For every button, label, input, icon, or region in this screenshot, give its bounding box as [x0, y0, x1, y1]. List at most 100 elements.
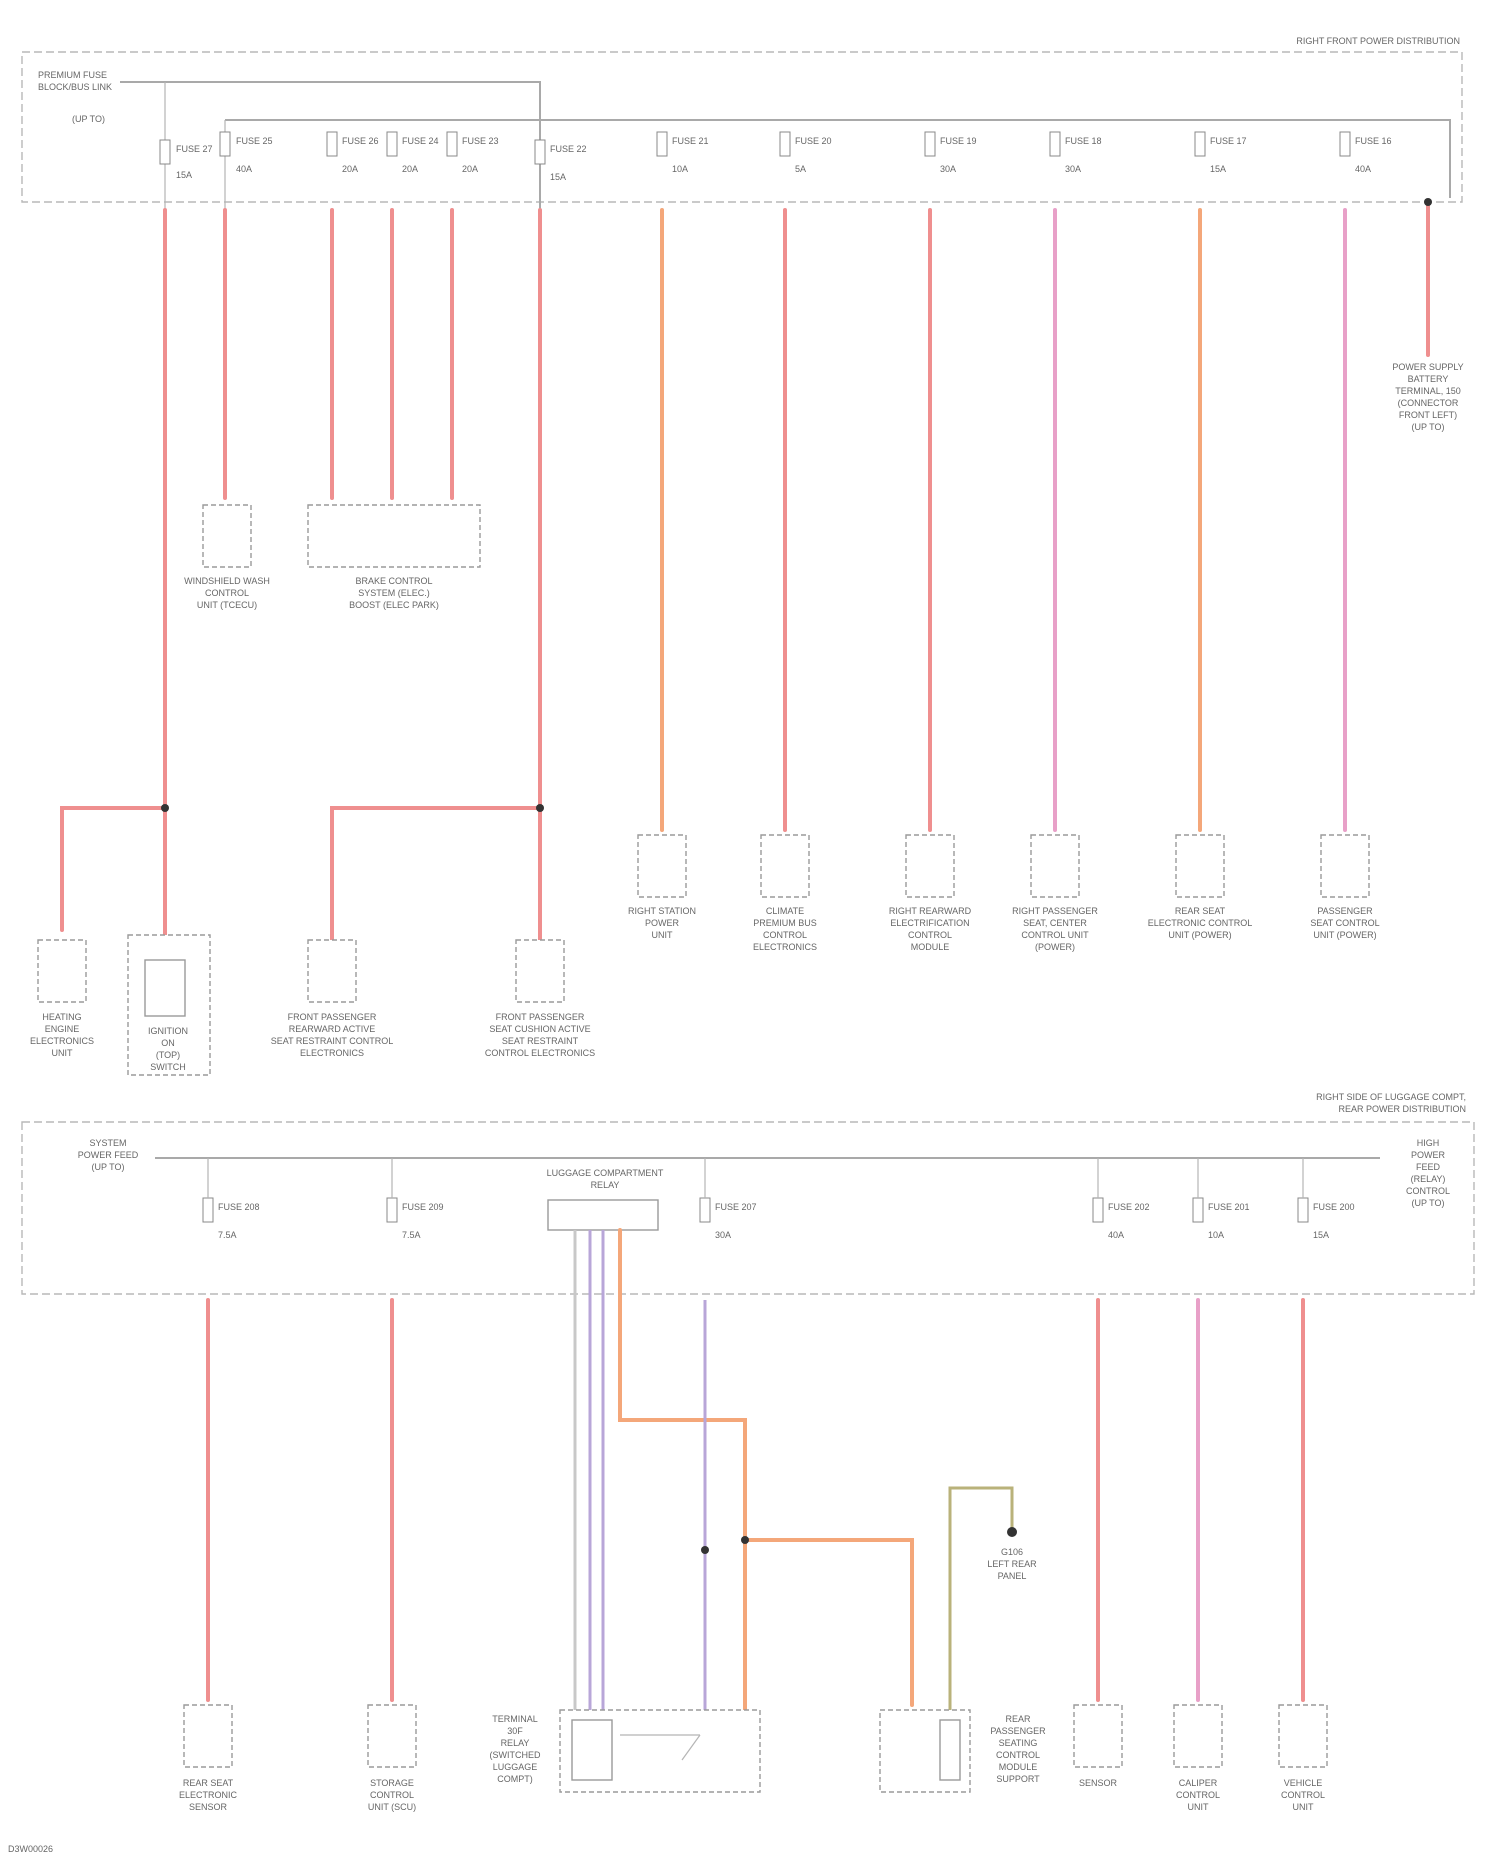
component-right-station-power: RIGHT STATION POWER UNIT — [628, 835, 696, 940]
splice-point — [1424, 198, 1432, 206]
svg-text:FUSE 202: FUSE 202 — [1108, 1202, 1150, 1212]
bottom-fuse-208: FUSE 208 7.5A — [203, 1198, 260, 1240]
bottom-section-title-1: RIGHT SIDE OF LUGGAGE COMPT, — [1316, 1092, 1466, 1102]
svg-text:FUSE 20: FUSE 20 — [795, 136, 832, 146]
svg-text:40A: 40A — [1355, 164, 1371, 174]
svg-text:TERMINAL, 150: TERMINAL, 150 — [1395, 386, 1461, 396]
component-brake-control: BRAKE CONTROL SYSTEM (ELEC.) BOOST (ELEC… — [308, 505, 480, 610]
top-feed-label-1: PREMIUM FUSE — [38, 70, 107, 80]
svg-text:UNIT (POWER): UNIT (POWER) — [1313, 930, 1376, 940]
svg-text:ELECTRIFICATION: ELECTRIFICATION — [890, 918, 969, 928]
component-passenger-seat: PASSENGER SEAT CONTROL UNIT (POWER) — [1310, 835, 1379, 940]
svg-text:15A: 15A — [1210, 164, 1226, 174]
svg-text:RIGHT REARWARD: RIGHT REARWARD — [889, 906, 972, 916]
component-rear-seat-sensor: REAR SEAT ELECTRONIC SENSOR — [179, 1705, 238, 1812]
svg-text:FUSE 209: FUSE 209 — [402, 1202, 444, 1212]
svg-text:FUSE 18: FUSE 18 — [1065, 136, 1102, 146]
svg-text:HIGH: HIGH — [1417, 1138, 1440, 1148]
svg-text:FRONT PASSENGER: FRONT PASSENGER — [496, 1012, 585, 1022]
svg-text:HEATING: HEATING — [42, 1012, 81, 1022]
svg-text:CONTROL: CONTROL — [763, 930, 807, 940]
svg-text:SUPPORT: SUPPORT — [996, 1774, 1040, 1784]
wire-relay-orange — [620, 1230, 745, 1715]
svg-text:(UP TO): (UP TO) — [91, 1162, 124, 1172]
svg-text:(UP TO): (UP TO) — [1411, 422, 1444, 432]
svg-text:RELAY: RELAY — [501, 1738, 530, 1748]
svg-text:CONTROL UNIT: CONTROL UNIT — [1021, 930, 1089, 940]
svg-text:FUSE 17: FUSE 17 — [1210, 136, 1247, 146]
component-rear-seat-ecu: REAR SEAT ELECTRONIC CONTROL UNIT (POWER… — [1148, 835, 1253, 940]
svg-text:PANEL: PANEL — [998, 1571, 1027, 1581]
bottom-fuse-202: FUSE 202 40A — [1093, 1198, 1150, 1240]
svg-text:FUSE 208: FUSE 208 — [218, 1202, 260, 1212]
top-feed-label-3: (UP TO) — [72, 114, 105, 124]
svg-text:BOOST (ELEC PARK): BOOST (ELEC PARK) — [349, 600, 439, 610]
svg-text:UNIT: UNIT — [1188, 1802, 1209, 1812]
svg-text:UNIT: UNIT — [652, 930, 673, 940]
svg-text:IGNITION: IGNITION — [148, 1026, 188, 1036]
svg-text:LUGGAGE: LUGGAGE — [493, 1762, 538, 1772]
svg-text:15A: 15A — [176, 170, 192, 180]
svg-text:REAR SEAT: REAR SEAT — [1175, 906, 1226, 916]
wire-to-rear-passenger — [745, 1540, 912, 1705]
svg-text:POWER: POWER — [645, 918, 680, 928]
wire-heating — [62, 808, 165, 930]
top-fuse-16: FUSE 16 40A — [1340, 132, 1392, 174]
svg-text:VEHICLE: VEHICLE — [1284, 1778, 1323, 1788]
svg-text:FUSE 207: FUSE 207 — [715, 1202, 757, 1212]
svg-text:(SWITCHED: (SWITCHED — [490, 1750, 541, 1760]
svg-text:FUSE 200: FUSE 200 — [1313, 1202, 1355, 1212]
component-rear-passenger-seating: REAR PASSENGER SEATING CONTROL MODULE SU… — [880, 1710, 1046, 1792]
top-right-connector-label: POWER SUPPLY BATTERY TERMINAL, 150 (CONN… — [1392, 362, 1463, 432]
svg-text:MODULE: MODULE — [911, 942, 950, 952]
svg-text:30A: 30A — [940, 164, 956, 174]
footer-code: D3W00026 — [8, 1844, 53, 1854]
svg-text:FUSE 23: FUSE 23 — [462, 136, 499, 146]
component-caliper-control: CALIPER CONTROL UNIT — [1174, 1705, 1222, 1812]
svg-text:UNIT (POWER): UNIT (POWER) — [1168, 930, 1231, 940]
svg-text:40A: 40A — [236, 164, 252, 174]
svg-text:POWER FEED: POWER FEED — [78, 1150, 139, 1160]
top-fuse-17: FUSE 17 15A — [1195, 132, 1247, 174]
svg-text:SEATING: SEATING — [999, 1738, 1038, 1748]
svg-text:BRAKE CONTROL: BRAKE CONTROL — [355, 576, 432, 586]
svg-text:30A: 30A — [715, 1230, 731, 1240]
svg-text:UNIT (SCU): UNIT (SCU) — [368, 1802, 416, 1812]
svg-text:G106: G106 — [1001, 1547, 1023, 1557]
splice-point — [161, 804, 169, 812]
component-heating-engine: HEATING ENGINE ELECTRONICS UNIT — [30, 940, 94, 1058]
top-fuse-27: FUSE 27 15A — [160, 140, 213, 180]
svg-text:FUSE 19: FUSE 19 — [940, 136, 977, 146]
svg-text:REAR: REAR — [1005, 1714, 1031, 1724]
svg-text:30F: 30F — [507, 1726, 523, 1736]
svg-text:7.5A: 7.5A — [402, 1230, 421, 1240]
svg-text:FUSE 25: FUSE 25 — [236, 136, 273, 146]
bottom-right-feed-label: HIGH POWER FEED (RELAY) CONTROL (UP TO) — [1406, 1138, 1450, 1208]
top-fuse-22: FUSE 22 15A — [535, 140, 587, 182]
svg-text:ELECTRONICS: ELECTRONICS — [300, 1048, 364, 1058]
svg-text:CALIPER: CALIPER — [1179, 1778, 1218, 1788]
top-fuse-18: FUSE 18 30A — [1050, 132, 1102, 174]
svg-text:UNIT: UNIT — [52, 1048, 73, 1058]
svg-text:PASSENGER: PASSENGER — [990, 1726, 1046, 1736]
svg-text:CONTROL: CONTROL — [996, 1750, 1040, 1760]
svg-text:BATTERY: BATTERY — [1408, 374, 1449, 384]
svg-text:CONTROL ELECTRONICS: CONTROL ELECTRONICS — [485, 1048, 595, 1058]
svg-text:(POWER): (POWER) — [1035, 942, 1075, 952]
svg-text:ON: ON — [161, 1038, 175, 1048]
svg-text:ELECTRONICS: ELECTRONICS — [753, 942, 817, 952]
component-sensor: SENSOR — [1074, 1705, 1122, 1788]
svg-text:15A: 15A — [550, 172, 566, 182]
svg-text:CLIMATE: CLIMATE — [766, 906, 804, 916]
svg-text:LUGGAGE COMPARTMENT: LUGGAGE COMPARTMENT — [547, 1168, 664, 1178]
wire-ground — [950, 1488, 1012, 1710]
bottom-fuse-200: FUSE 200 15A — [1298, 1198, 1355, 1240]
top-fuse-24: FUSE 24 20A — [387, 132, 439, 174]
svg-text:REARWARD ACTIVE: REARWARD ACTIVE — [289, 1024, 376, 1034]
top-feed-label-2: BLOCK/BUS LINK — [38, 82, 112, 92]
svg-text:CONTROL: CONTROL — [205, 588, 249, 598]
svg-text:FRONT PASSENGER: FRONT PASSENGER — [288, 1012, 377, 1022]
svg-text:SEAT RESTRAINT: SEAT RESTRAINT — [502, 1036, 579, 1046]
svg-text:15A: 15A — [1313, 1230, 1329, 1240]
